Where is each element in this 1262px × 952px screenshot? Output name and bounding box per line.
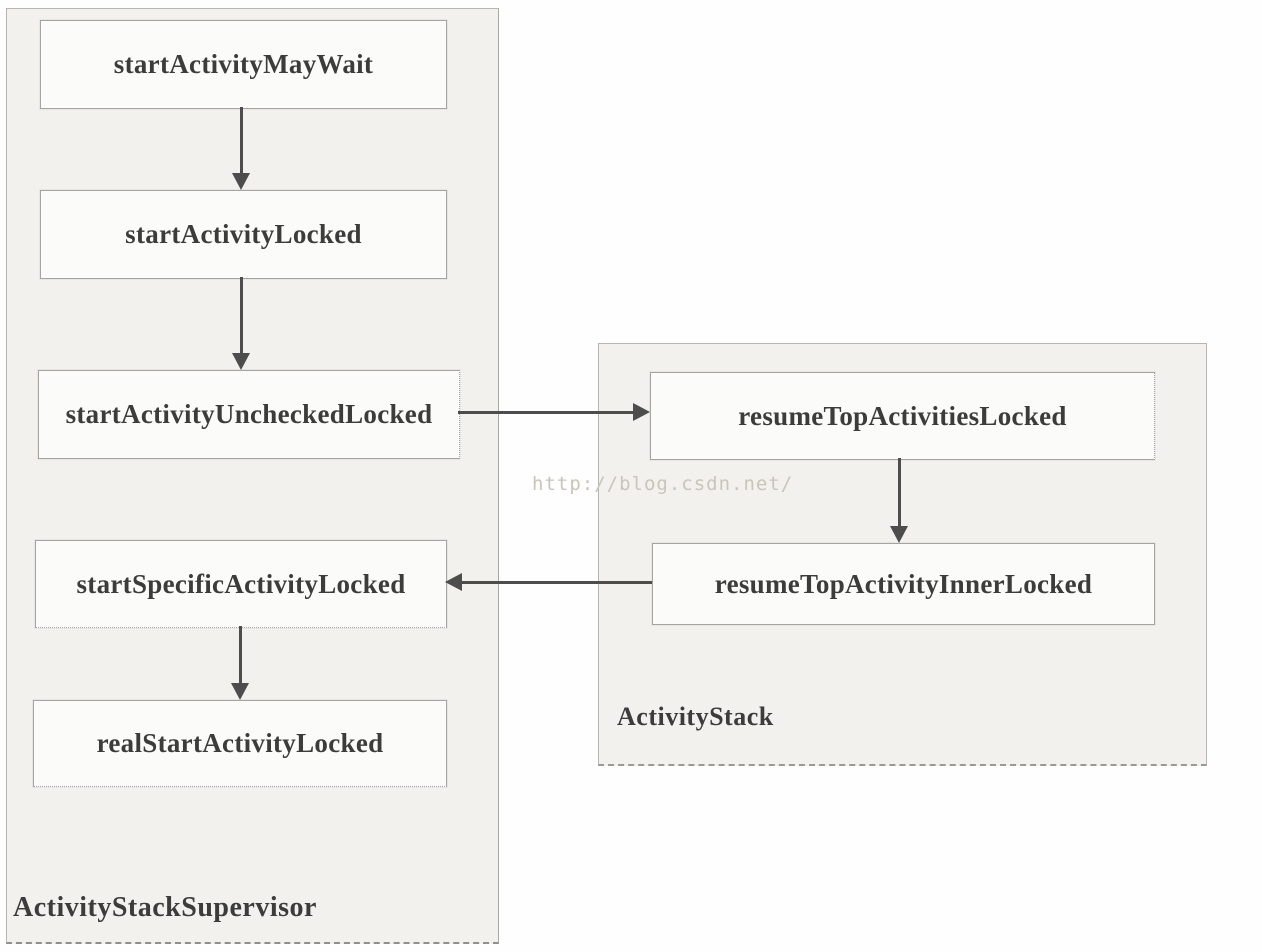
node-label: startActivityMayWait bbox=[113, 49, 374, 79]
node-resume-top-activity-inner-locked: resumeTopActivityInnerLocked bbox=[652, 543, 1155, 625]
node-start-activity-locked: startActivityLocked bbox=[40, 190, 447, 279]
edge-shaft bbox=[462, 581, 652, 584]
arrowhead-down-icon bbox=[232, 353, 250, 370]
node-label: startActivityLocked bbox=[125, 219, 362, 249]
arrowhead-down-icon bbox=[890, 526, 908, 543]
node-resume-top-activities-locked: resumeTopActivitiesLocked bbox=[650, 372, 1155, 460]
watermark-text: http://blog.csdn.net/ bbox=[532, 473, 794, 495]
edge-shaft bbox=[458, 411, 634, 414]
node-label: startSpecificActivityLocked bbox=[76, 568, 406, 599]
edge-shaft bbox=[240, 107, 243, 174]
edge-shaft bbox=[898, 458, 901, 527]
container-activity-stack-supervisor: ActivityStackSupervisor bbox=[6, 8, 499, 944]
node-start-specific-activity-locked: startSpecificActivityLocked bbox=[35, 540, 447, 628]
node-label: startActivityUncheckedLocked bbox=[65, 399, 433, 429]
edge-shaft bbox=[239, 626, 242, 684]
arrowhead-left-icon bbox=[445, 573, 462, 591]
node-real-start-activity-locked: realStartActivityLocked bbox=[33, 700, 447, 787]
container-label-activity-stack: ActivityStack bbox=[617, 702, 774, 731]
edge-shaft bbox=[240, 277, 243, 354]
node-label: resumeTopActivitiesLocked bbox=[738, 400, 1067, 431]
arrowhead-down-icon bbox=[232, 173, 250, 190]
arrowhead-right-icon bbox=[633, 403, 650, 421]
node-label: resumeTopActivityInnerLocked bbox=[714, 568, 1093, 599]
node-start-activity-may-wait: startActivityMayWait bbox=[40, 20, 447, 109]
node-start-activity-unchecked-locked: startActivityUncheckedLocked bbox=[38, 370, 460, 459]
node-label: realStartActivityLocked bbox=[96, 728, 384, 758]
container-label-activity-stack-supervisor: ActivityStackSupervisor bbox=[13, 892, 317, 923]
arrowhead-down-icon bbox=[231, 683, 249, 700]
